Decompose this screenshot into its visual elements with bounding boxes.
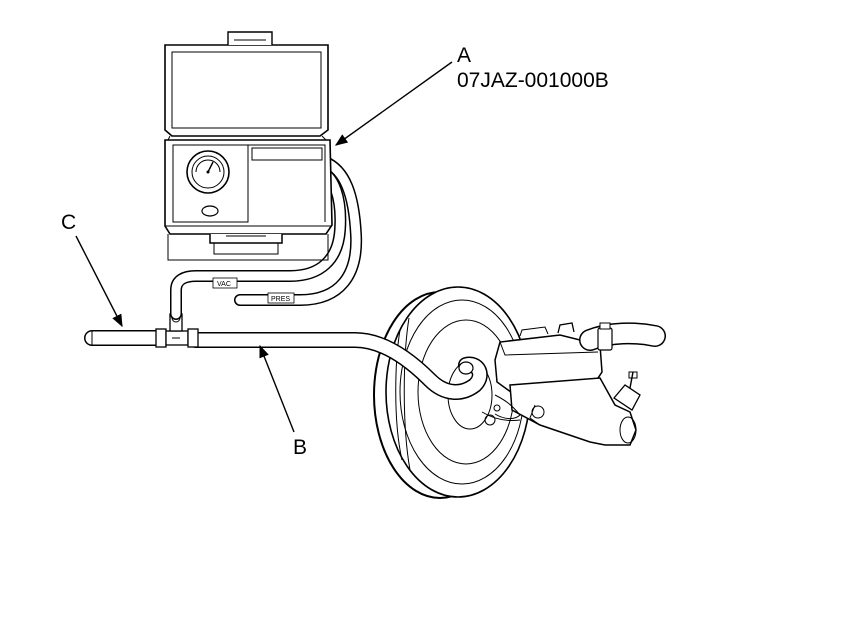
callout-c-letter: C (61, 211, 76, 234)
hose-c (84, 330, 168, 346)
master-cylinder (481, 322, 641, 446)
callout-a-part-number: 07JAZ-001000B (457, 69, 609, 92)
callout-b-letter: B (293, 436, 307, 459)
tester-knob (201, 205, 219, 217)
reservoir-hose (579, 322, 666, 351)
pres-tag: PRES (271, 296, 290, 303)
hose-b (188, 332, 488, 400)
callout-leaders (75, 61, 453, 433)
vacuum-pressure-tester (164, 31, 333, 261)
callout-a-letter: A (457, 44, 471, 67)
vac-tag: VAC (217, 281, 231, 288)
